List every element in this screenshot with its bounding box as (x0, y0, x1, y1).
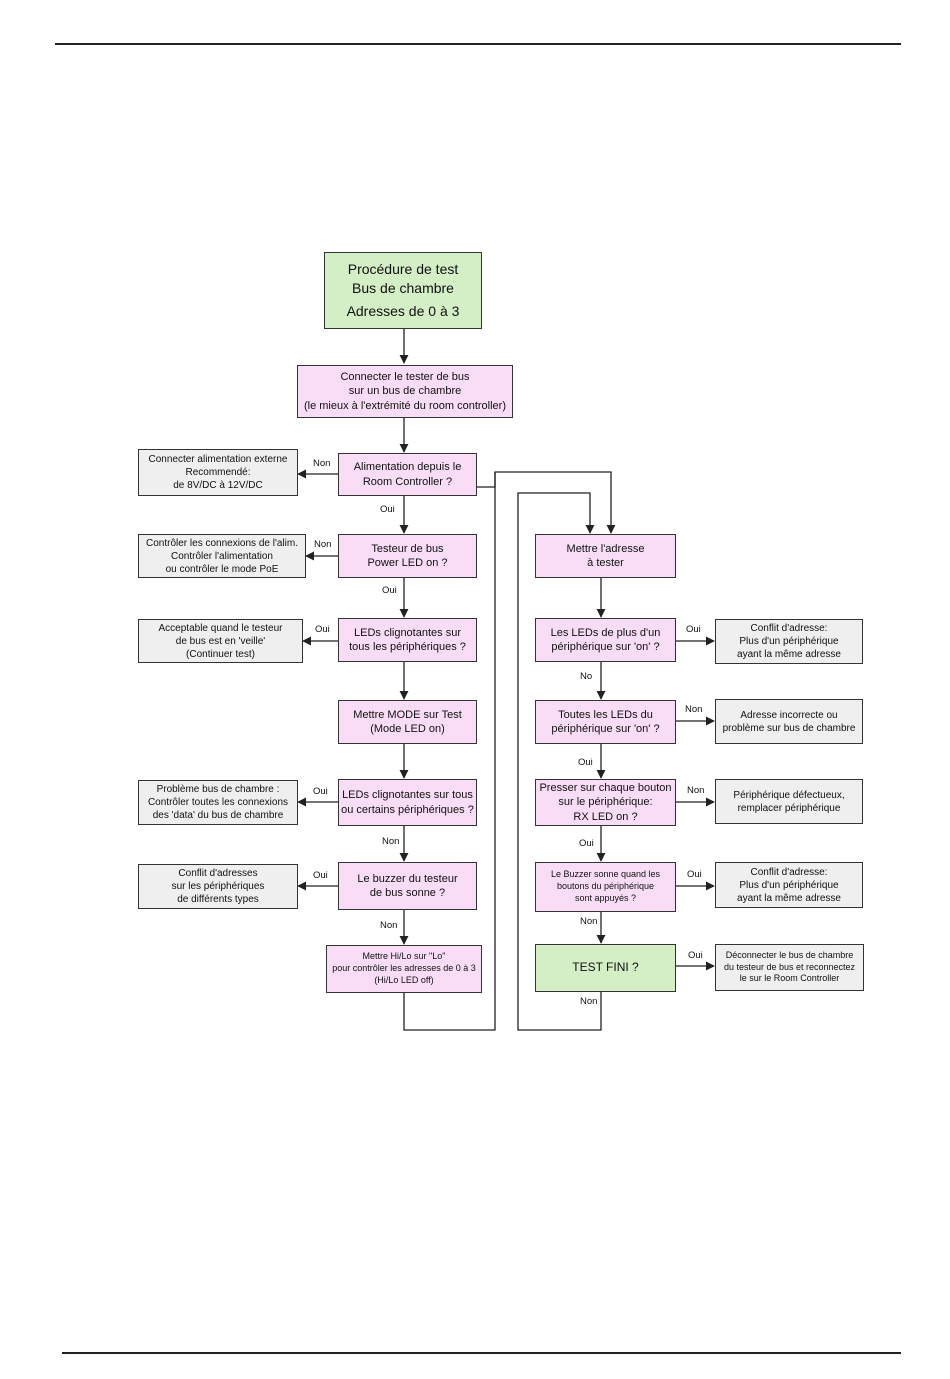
step-connect-tester: Connecter le tester de bus sur un bus de… (297, 365, 513, 418)
label-end-yes: Oui (688, 950, 703, 961)
label-multiled-yes: Oui (686, 624, 701, 635)
label-press-yes: Oui (579, 838, 594, 849)
arrow-end-loop (517, 492, 602, 1031)
label-press-no: Non (687, 785, 705, 796)
note-check-connections: Contrôler les connexions de l'alim. Cont… (138, 534, 306, 578)
label-blink-yes: Oui (315, 624, 330, 635)
step-set-address: Mettre l'adresse à tester (535, 534, 676, 578)
start-title: Procédure de test (347, 260, 459, 277)
note-wrong-address: Adresse incorrecte ou problème sur bus d… (715, 699, 863, 744)
label-blink2-no: Non (382, 836, 400, 847)
note-standby: Acceptable quand le testeur de bus est e… (138, 619, 303, 663)
note-address-conflict-types: Conflit d'adresses sur les périphériques… (138, 864, 298, 909)
start-subtitle: Bus de chambre (352, 279, 454, 296)
label-buzz2-yes: Oui (687, 869, 702, 880)
step-buzzer: Le buzzer du testeur de bus sonne ? (338, 862, 477, 910)
label-powerled-no: Non (314, 539, 332, 550)
label-power-yes: Oui (380, 504, 395, 515)
start-range: Adresses de 0 à 3 (346, 303, 460, 320)
label-allled-no: Non (685, 704, 703, 715)
bottom-rule (62, 1352, 901, 1354)
end-test-finished: TEST FINI ? (535, 944, 676, 992)
step-all-leds-on: Toutes les LEDs du périphérique sur 'on'… (535, 700, 676, 744)
note-disconnect-bus: Déconnecter le bus de chambre du testeur… (715, 944, 864, 991)
note-defective-device: Périphérique défectueux, remplacer périp… (715, 779, 863, 824)
step-mode-test: Mettre MODE sur Test (Mode LED on) (338, 700, 477, 744)
step-hilo-lo: Mettre Hi/Lo sur "Lo" pour contrôler les… (326, 945, 482, 993)
step-leds-blinking-some: LEDs clignotantes sur tous ou certains p… (338, 779, 477, 826)
arrow-hilo-setaddr (403, 472, 496, 1031)
step-buzzer-on-press: Le Buzzer sonne quand les boutons du pér… (535, 862, 676, 912)
step-power-from-controller: Alimentation depuis le Room Controller ? (338, 453, 477, 496)
step-leds-blinking: LEDs clignotantes sur tous les périphéri… (338, 618, 477, 662)
label-multiled-no: No (580, 671, 593, 682)
label-buzz2-no: Non (580, 916, 598, 927)
label-buzzer-yes: Oui (313, 870, 328, 881)
label-end-no: Non (580, 996, 598, 1007)
label-allled-yes: Oui (578, 757, 593, 768)
step-multiple-leds-on: Les LEDs de plus d'un périphérique sur '… (535, 618, 676, 662)
note-address-conflict-2: Conflit d'adresse: Plus d'un périphériqu… (715, 862, 863, 908)
label-blink2-yes: Oui (313, 786, 328, 797)
note-external-power: Connecter alimentation externe Recommend… (138, 449, 298, 496)
top-rule (55, 43, 901, 45)
label-power-no: Non (313, 458, 331, 469)
label-powerled-yes: Oui (382, 585, 397, 596)
arrow-power-setaddr (477, 471, 616, 534)
start-box: Procédure de test Bus de chambre Adresse… (324, 252, 482, 329)
note-address-conflict-1: Conflit d'adresse: Plus d'un périphériqu… (715, 619, 863, 664)
note-bus-problem: Problème bus de chambre : Contrôler tout… (138, 780, 298, 825)
label-buzzer-no: Non (380, 920, 398, 931)
step-power-led: Testeur de bus Power LED on ? (338, 534, 477, 578)
step-press-buttons: Presser sur chaque bouton sur le périphé… (535, 779, 676, 826)
